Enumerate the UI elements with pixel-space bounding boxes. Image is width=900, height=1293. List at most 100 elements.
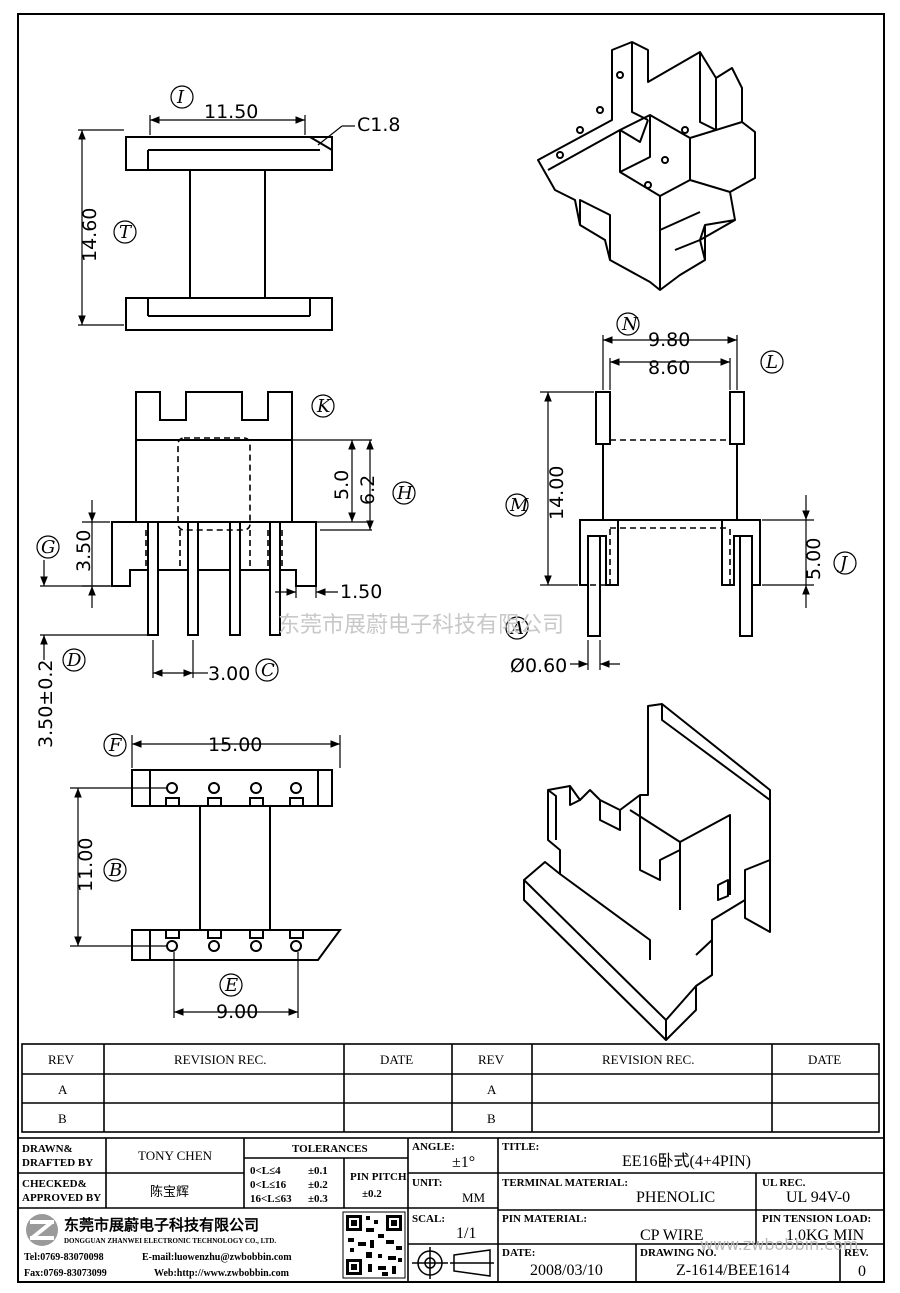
callout-b: B <box>108 860 122 881</box>
callout-m: M <box>509 495 529 516</box>
callout-g: G <box>41 537 55 558</box>
callout-j: J <box>836 553 849 574</box>
company-web: Web:http://www.zwbobbin.com <box>154 1268 290 1279</box>
dim-5-00: 5.00 <box>803 538 825 580</box>
company-name-cn: 东莞市展蔚电子科技有限公司 <box>64 1216 259 1234</box>
view-front-dims <box>78 85 355 326</box>
callout-a: A <box>509 618 524 639</box>
pin-pitch-value: ±0.2 <box>362 1188 382 1200</box>
tolerances-label: TOLERANCES <box>292 1143 368 1155</box>
callout-t: T <box>119 222 133 243</box>
dim-0-60: Ø0.60 <box>510 655 567 677</box>
callout-h: H <box>396 483 413 504</box>
pin-material-label: PIN MATERIAL: <box>502 1213 587 1225</box>
tol-range-3: 16<L≤63 <box>250 1193 292 1205</box>
dim-5-0: 5.0 <box>331 470 353 500</box>
dim-1-50: 1.50 <box>340 581 382 603</box>
scale-label: SCAL: <box>412 1213 445 1225</box>
watermark-site: www.zwbobbin.com <box>700 1235 858 1254</box>
company-tel: Tel:0769-83070098 <box>24 1252 104 1263</box>
rev-header-date-1: DATE <box>380 1052 413 1067</box>
callout-k: K <box>316 396 332 417</box>
date-label: DATE: <box>502 1247 535 1259</box>
view-end-dims <box>505 312 857 670</box>
dim-width-top: 11.50 <box>204 101 258 123</box>
dim-9-00: 9.00 <box>216 1001 258 1023</box>
pin-pitch-label: PIN PITCH <box>350 1171 407 1183</box>
dim-height-front: 14.60 <box>79 208 101 262</box>
revision-table <box>21 1043 880 1133</box>
iso-view-bottom <box>523 703 771 1041</box>
hidden-core-outline <box>145 437 283 570</box>
dim-chamfer: C1.8 <box>357 114 400 136</box>
view-side-dims <box>36 394 416 682</box>
watermark-company: 东莞市展蔚电子科技有限公司 <box>278 613 564 638</box>
rev-row-a-1: A <box>58 1082 68 1097</box>
drawn-label: DRAWN& <box>22 1143 73 1155</box>
ul-value: UL 94V-0 <box>786 1189 850 1206</box>
approved-by: 陈宝辉 <box>150 1184 189 1199</box>
view-front-top <box>125 136 333 331</box>
title-block-grid <box>17 1137 885 1283</box>
dim-9-80: 9.80 <box>648 329 690 351</box>
rev-row-a-2: A <box>487 1082 497 1097</box>
projection-symbol <box>412 1247 494 1279</box>
rev-value: 0 <box>858 1263 866 1280</box>
drawing-no-value: Z-1614/BEE1614 <box>676 1262 790 1279</box>
view-bottom-dims <box>70 733 341 1018</box>
rev-header-rec-1: REVISION REC. <box>174 1052 266 1067</box>
tol-range-1: 0<L≤4 <box>250 1165 281 1177</box>
terminal-label: TERMINAL MATERIAL: <box>502 1177 628 1189</box>
title-label: TITLE: <box>502 1141 539 1153</box>
dim-3-50: 3.50 <box>73 530 95 572</box>
callout-l: L <box>765 352 778 373</box>
view-side-pins <box>111 391 317 636</box>
angle-value: ±1° <box>452 1154 475 1171</box>
terminal-value: PHENOLIC <box>636 1189 715 1206</box>
view-end-hidden <box>580 439 731 586</box>
callout-d: D <box>66 650 82 671</box>
callout-e: E <box>224 975 238 996</box>
rev-header-rec-2: REVISION REC. <box>602 1052 694 1067</box>
rev-header-rev-1: REV <box>48 1052 75 1067</box>
tension-value: 1.0KG MIN <box>786 1227 865 1244</box>
unit-label: UNIT: <box>412 1177 442 1189</box>
qr-code <box>342 1211 406 1279</box>
callout-i: I <box>176 87 185 108</box>
view-bottom <box>131 769 342 961</box>
drafted-label: DRAFTED BY <box>22 1157 93 1169</box>
rev-header-rev-2: REV <box>478 1052 505 1067</box>
rev-label: REV. <box>844 1247 869 1259</box>
drawing-title: EE16卧式(4+4PIN) <box>622 1152 751 1170</box>
dim-3-50-tol: 3.50±0.2 <box>35 660 57 748</box>
tol-value-2: ±0.2 <box>308 1179 328 1191</box>
tension-label: PIN TENSION LOAD: <box>762 1213 871 1225</box>
dim-8-60: 8.60 <box>648 357 690 379</box>
iso-view-top <box>537 41 756 291</box>
scale-value: 1/1 <box>456 1225 476 1242</box>
company-logo <box>26 1214 58 1246</box>
company-name-en: DONGGUAN ZHANWEI ELECTRONIC TECHNOLOGY C… <box>64 1237 276 1245</box>
rev-header-date-2: DATE <box>808 1052 841 1067</box>
dim-15-00: 15.00 <box>208 734 262 756</box>
unit-value: MM <box>462 1190 486 1205</box>
ul-label: UL REC. <box>762 1177 806 1189</box>
tol-value-3: ±0.3 <box>308 1193 328 1205</box>
tol-value-1: ±0.1 <box>308 1165 328 1177</box>
date-value: 2008/03/10 <box>530 1262 603 1279</box>
dim-6-2: 6.2 <box>357 475 379 505</box>
company-fax: Fax:0769-83073099 <box>24 1268 107 1279</box>
callout-n: N <box>621 314 639 335</box>
checked-label: CHECKED& <box>22 1178 87 1190</box>
approved-label: APPROVED BY <box>22 1192 101 1204</box>
callout-f: F <box>108 735 123 756</box>
dim-14-00: 14.00 <box>546 466 568 520</box>
rev-row-b-1: B <box>58 1111 67 1126</box>
dim-3-00: 3.00 <box>208 663 250 685</box>
angle-label: ANGLE: <box>412 1141 455 1153</box>
pin-material-value: CP WIRE <box>640 1227 704 1244</box>
rev-row-b-2: B <box>487 1111 496 1126</box>
drawn-by: TONY CHEN <box>138 1148 213 1163</box>
view-end <box>579 391 761 637</box>
